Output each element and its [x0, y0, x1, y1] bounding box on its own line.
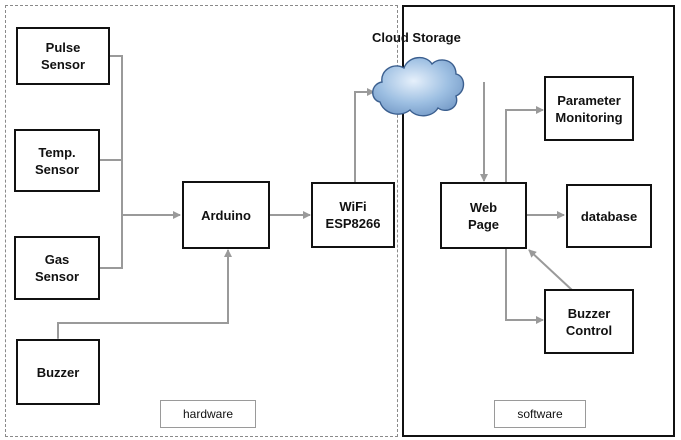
- database-node: database: [566, 184, 652, 248]
- temp-sensor-line-2: Sensor: [34, 161, 80, 177]
- arduino-line-1: Arduino: [201, 207, 251, 223]
- web-page-node: Web Page: [440, 182, 527, 249]
- link-gas-to-bus: [100, 215, 123, 269]
- parameter-monitoring-line-2: Monitoring: [555, 109, 623, 125]
- wifi-esp8266-node: WiFi ESP8266: [311, 182, 395, 248]
- buzzer-control-line-2: Control: [565, 322, 613, 338]
- arrow-buzzer-arduino: [54, 249, 232, 345]
- buzzer-node: Buzzer: [16, 339, 100, 405]
- web-page-line-1: Web: [469, 199, 498, 215]
- wifi-line-1: WiFi: [339, 199, 367, 214]
- wifi-line-2: ESP8266: [325, 216, 381, 231]
- temp-sensor-node: Temp. Sensor: [14, 129, 100, 192]
- parameter-monitoring-node: Parameter Monitoring: [544, 76, 634, 141]
- buzzer-control-node: Buzzer Control: [544, 289, 634, 354]
- cloud-storage-label: Cloud Storage: [372, 30, 461, 45]
- gas-sensor-line-2: Sensor: [34, 269, 80, 284]
- software-region: [402, 5, 675, 437]
- hardware-region: [5, 5, 398, 437]
- gas-sensor-node: Gas Sensor: [14, 236, 100, 300]
- arrow-webpage-to-monitoring: [505, 106, 544, 182]
- pulse-sensor-line-2: Sensor: [40, 57, 86, 72]
- cloud-storage-icon: [372, 57, 465, 117]
- gas-sensor-line-1: Gas: [44, 252, 70, 267]
- buzzer-control-line-1: Buzzer: [567, 305, 611, 321]
- software-label: software: [494, 400, 586, 428]
- arrow-wifi-to-cloud: [354, 88, 375, 183]
- parameter-monitoring-line-1: Parameter: [557, 92, 621, 108]
- arrow-webpage-to-buzzer-control: [505, 248, 544, 324]
- database-line-1: database: [580, 208, 638, 224]
- temp-sensor-line-1: Temp.: [38, 144, 76, 160]
- hardware-label: hardware: [160, 400, 256, 428]
- buzzer-line-1: Buzzer: [36, 364, 80, 380]
- arduino-node: Arduino: [182, 181, 270, 249]
- pulse-sensor-node: Pulse Sensor: [16, 27, 110, 85]
- link-pulse-to-bus: [110, 55, 123, 215]
- web-page-line-2: Page: [467, 216, 500, 232]
- arrow-buzzer-control-to-webpage: [528, 249, 573, 291]
- pulse-sensor-line-1: Pulse: [45, 40, 81, 55]
